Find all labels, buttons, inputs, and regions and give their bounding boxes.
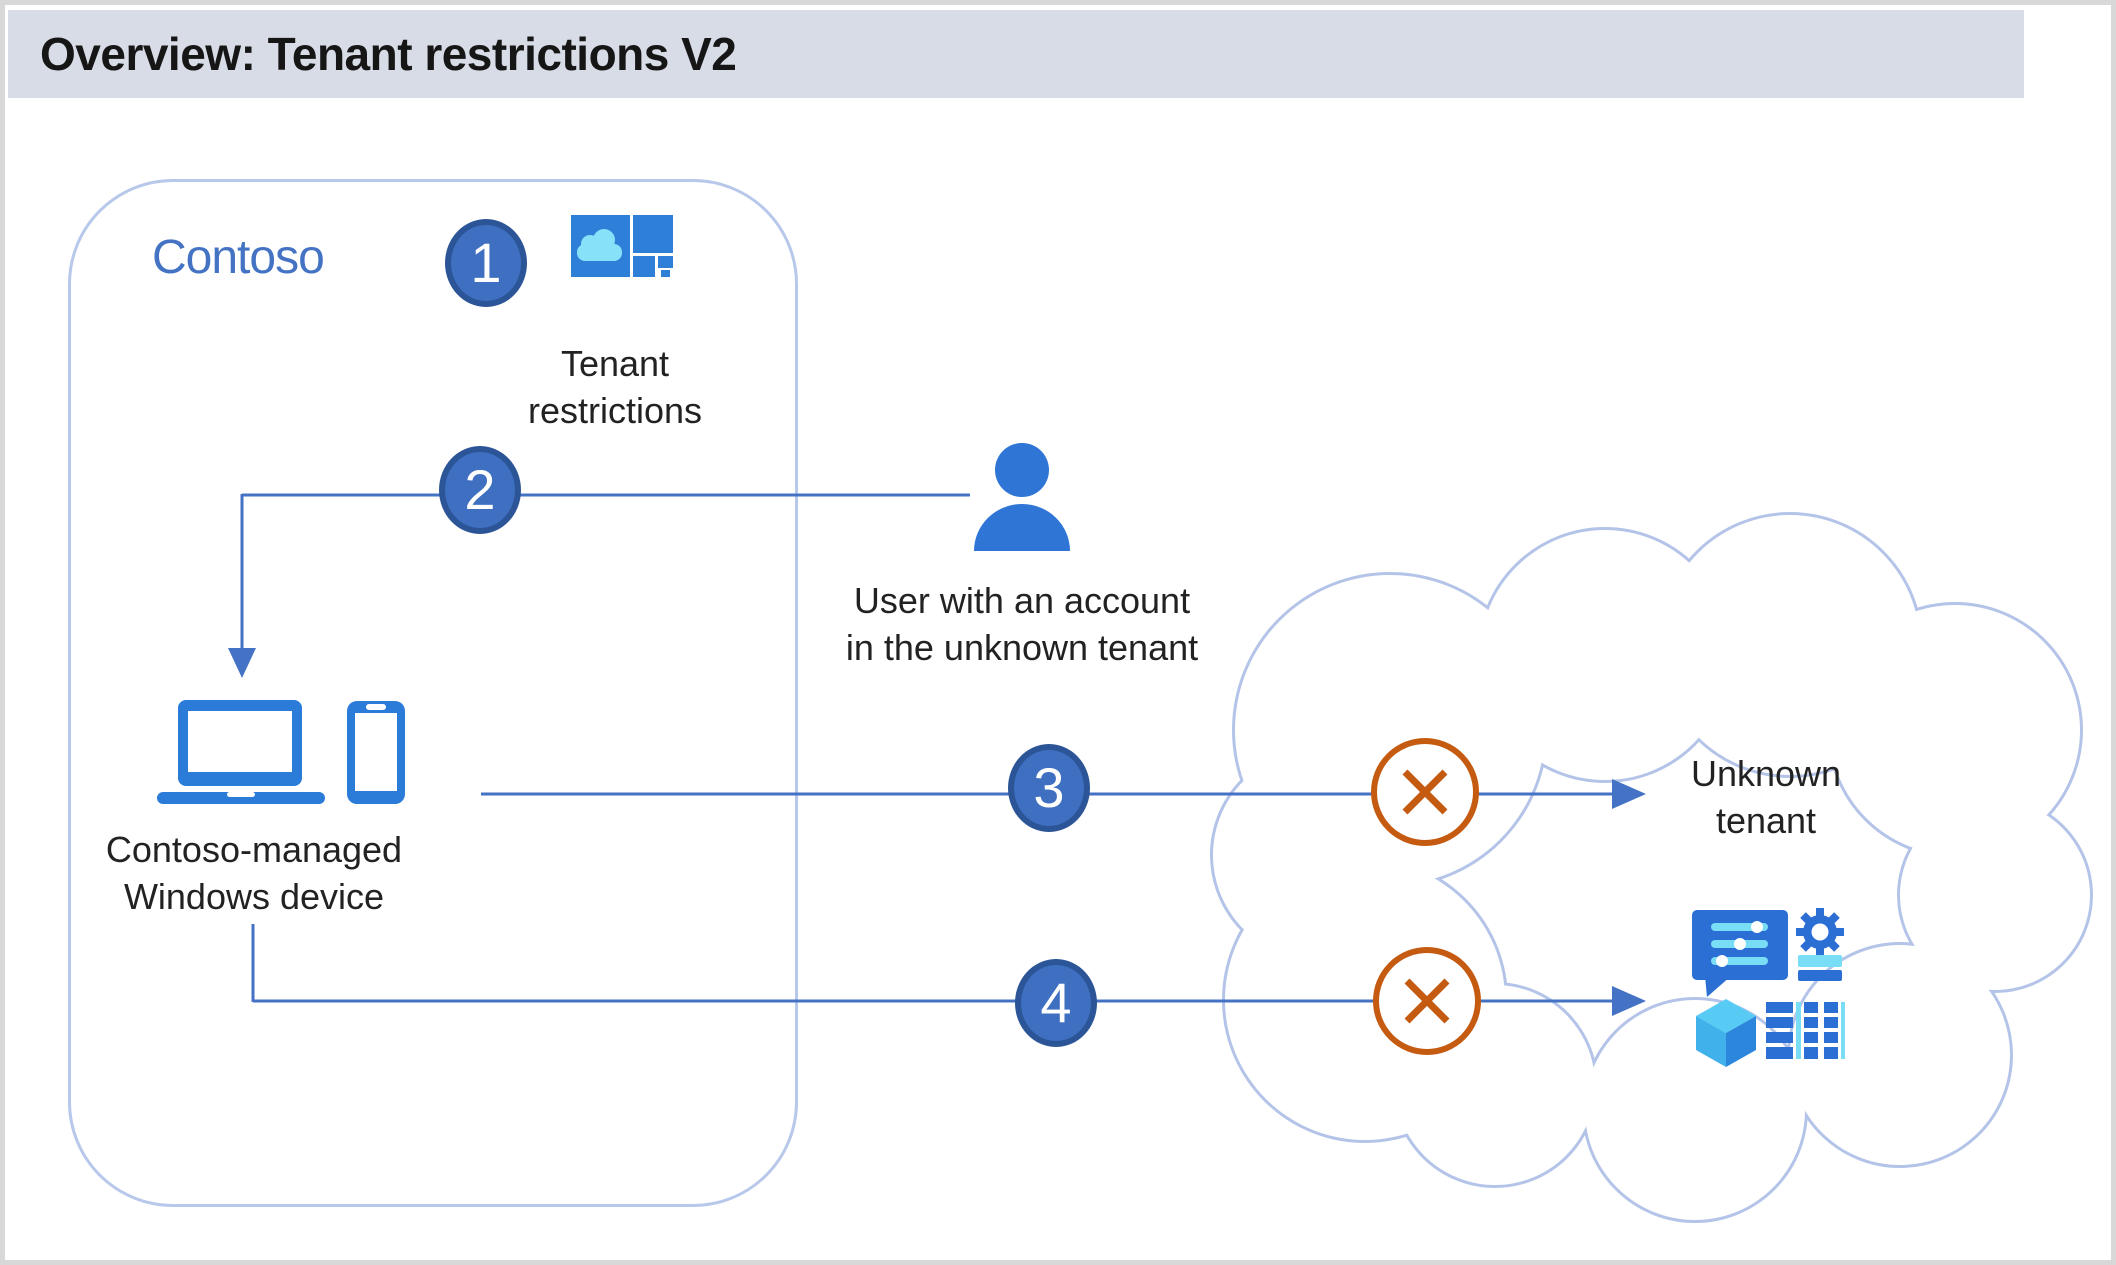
tenant-restrictions-label-line2: restrictions (527, 390, 703, 431)
list-bars-icon (1798, 955, 1842, 981)
arrowhead-down-to-device (228, 648, 256, 678)
unknown-tenant-label-line1: Unknown (1690, 753, 1842, 794)
blocked-x-icon (1373, 947, 1481, 1055)
step-3-badge: 3 (1008, 744, 1090, 832)
gear-icon (1796, 908, 1844, 956)
step-1-number: 1 (470, 231, 502, 294)
title-bar: Overview: Tenant restrictions V2 (8, 10, 2024, 98)
tenant-restrictions-label-line1: Tenant (560, 343, 670, 384)
device-label: Contoso-managed Windows device (74, 826, 434, 920)
arrowhead-to-tenant-apps (1612, 986, 1646, 1016)
page-title: Overview: Tenant restrictions V2 (40, 28, 737, 80)
message-settings-icon (1692, 910, 1788, 997)
contoso-org-label: Contoso (152, 231, 325, 284)
laptop-icon (157, 700, 325, 804)
arrowheads (228, 648, 1646, 1016)
unknown-tenant-label-line2: tenant (1715, 800, 1817, 841)
tenant-restrictions-icon (571, 215, 673, 277)
unknown-tenant-label: Unknown tenant (1616, 750, 1916, 844)
contoso-boundary-box (68, 179, 798, 1207)
device-label-line1: Contoso-managed (105, 829, 403, 870)
arrowhead-to-unknown-tenant (1612, 779, 1646, 809)
step-2-badge: 2 (439, 446, 521, 534)
cloud-glyph (577, 229, 622, 261)
tenant-restrictions-label: Tenant restrictions (435, 340, 795, 434)
step-3-number: 3 (1033, 756, 1065, 819)
step-4-number: 4 (1040, 971, 1072, 1034)
table-grid-icon (1766, 1002, 1845, 1059)
step-1-badge: 1 (445, 219, 527, 307)
blocked-x-icon (1371, 738, 1479, 846)
cloud-outline (1210, 512, 2093, 1223)
device-label-line2: Windows device (123, 876, 385, 917)
cube-icon (1696, 999, 1756, 1067)
user-icon (974, 443, 1070, 551)
step-4-badge: 4 (1015, 959, 1097, 1047)
phone-icon (347, 701, 405, 804)
step-2-number: 2 (464, 458, 496, 521)
user-label: User with an account in the unknown tena… (822, 577, 1222, 671)
user-label-line1: User with an account (853, 580, 1191, 621)
user-label-line2: in the unknown tenant (845, 627, 1199, 668)
